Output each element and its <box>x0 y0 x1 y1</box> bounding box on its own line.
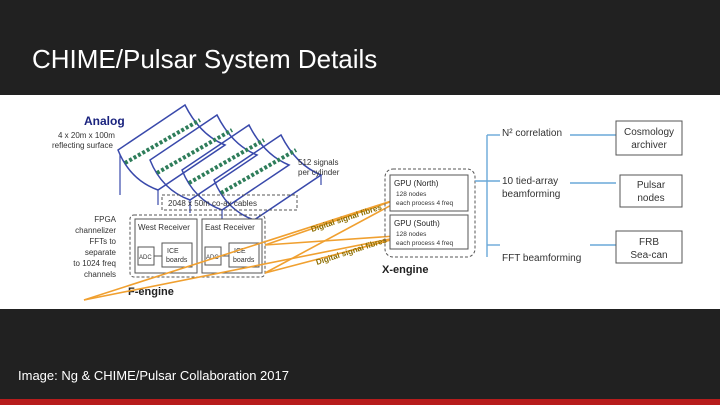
frb-line2: Sea-can <box>630 250 667 261</box>
cylinder-3 <box>181 123 291 211</box>
tied-array-line2: beamforming <box>502 189 560 200</box>
signal-line <box>83 234 411 301</box>
gpu-north-box <box>389 174 469 212</box>
fpga-line: channelizer <box>75 226 116 235</box>
frb-line1: FRB <box>639 237 659 248</box>
east-ice-line1: ICE <box>234 248 246 255</box>
analog-heading: Analog <box>84 114 125 128</box>
fpga-line: FFTs to <box>89 237 116 246</box>
cosmology-line2: archiver <box>631 140 667 151</box>
digital-signal-lines <box>83 194 411 301</box>
analog-line1: 4 x 20m x 100m <box>58 131 115 140</box>
fft-beamforming: FFT beamforming <box>502 253 581 264</box>
fengine-label: F-engine <box>128 286 174 298</box>
xengine-box <box>384 168 476 258</box>
west-ice-line1: ICE <box>167 248 179 255</box>
feed-line-2 <box>156 128 233 175</box>
feed-line-3 <box>188 138 265 185</box>
n2-correlation: N² correlation <box>502 128 562 139</box>
east-ice-line2: boards <box>233 257 255 264</box>
fpga-line: FPGA <box>94 215 116 224</box>
frb-box <box>615 230 683 264</box>
gpu-north-title: GPU (North) <box>394 179 439 188</box>
system-diagram: Analog 4 x 20m x 100m reflecting surface… <box>52 103 683 301</box>
east-receiver-label: East Receiver <box>205 223 255 232</box>
signals-line2: per cylinder <box>298 168 340 177</box>
east-ice-box <box>228 242 260 268</box>
accent-bar <box>0 399 720 405</box>
signal-line <box>264 194 411 274</box>
cylinder-2 <box>149 113 259 201</box>
image-caption: Image: Ng & CHIME/Pulsar Collaboration 2… <box>18 368 289 383</box>
west-receiver-label: West Receiver <box>138 223 190 232</box>
analog-line2: reflecting surface <box>52 141 113 150</box>
pulsar-line1: Pulsar <box>637 180 666 191</box>
gpu-south-line1: 128 nodes <box>396 231 427 238</box>
cylinder-1 <box>117 103 227 191</box>
coax-label: 2048 x 50m co-ax cables <box>168 199 257 208</box>
xengine-label: X-engine <box>382 264 428 276</box>
fpga-description: FPGA channelizer FFTs to separate to 102… <box>73 215 116 279</box>
output-lines <box>475 134 616 257</box>
feed-line-4 <box>220 148 297 195</box>
signal-line <box>264 194 411 246</box>
fpga-line: channels <box>84 270 116 279</box>
west-ice-line2: boards <box>166 257 188 264</box>
feed-lines <box>124 118 297 195</box>
fpga-line: separate <box>85 248 117 257</box>
gpu-south-line2: each process 4 freq <box>396 240 453 247</box>
figure-panel: Analog 4 x 20m x 100m reflecting surface… <box>0 95 720 309</box>
slide-title: CHIME/Pulsar System Details <box>32 44 378 74</box>
feed-line-1 <box>124 118 201 165</box>
coax-bundle <box>161 194 298 211</box>
west-adc-label: ADC <box>139 255 152 261</box>
pulsar-line2: nodes <box>637 193 664 204</box>
cosmology-box <box>615 120 683 156</box>
fpga-line: to 1024 freq <box>73 259 116 268</box>
gpu-north-line2: each process 4 freq <box>396 200 453 207</box>
west-ice-box <box>161 242 193 268</box>
cosmology-line1: Cosmology <box>624 127 674 138</box>
gpu-south-box <box>389 214 469 250</box>
signal-line <box>264 234 411 274</box>
tied-array-line1: 10 tied-array <box>502 176 558 187</box>
signals-line1: 512 signals <box>298 158 338 167</box>
gpu-north-line1: 128 nodes <box>396 191 427 198</box>
signal-line <box>83 194 411 301</box>
gpu-south-title: GPU (South) <box>394 219 440 228</box>
signal-line <box>264 234 411 246</box>
pulsar-box <box>619 174 683 208</box>
